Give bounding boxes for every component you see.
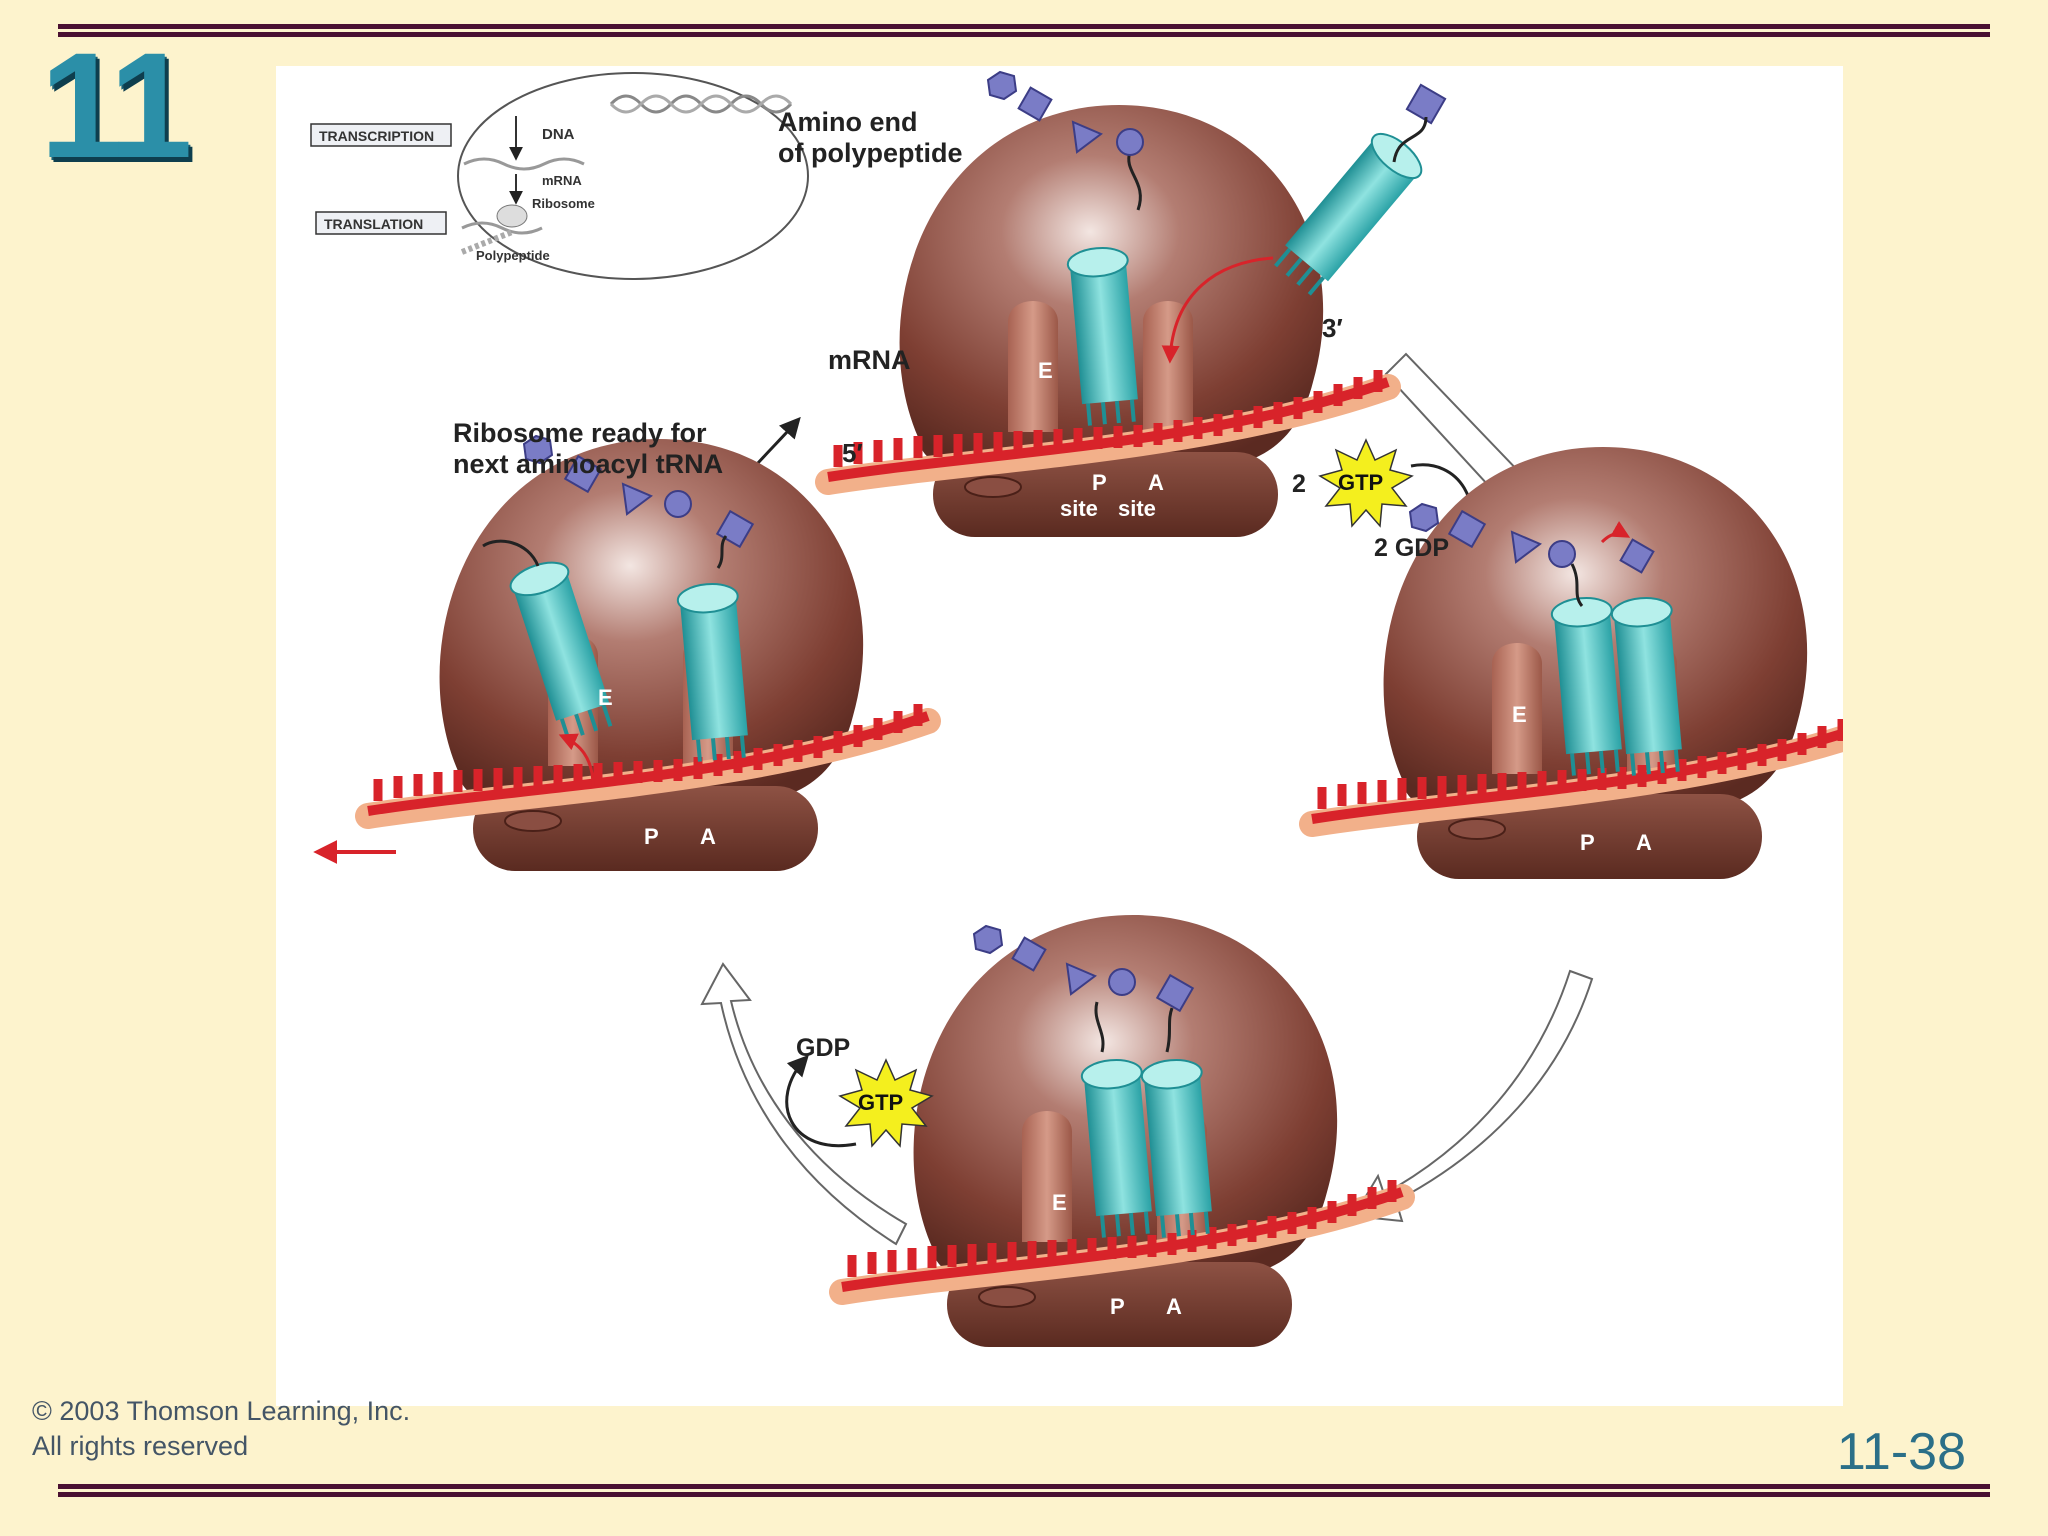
- gdp-label: GDP: [796, 1034, 850, 1062]
- inset-dna-label: DNA: [542, 126, 575, 143]
- copyright-line2: All rights reserved: [32, 1431, 249, 1461]
- inset-mrna-label: mRNA: [542, 173, 582, 188]
- ribosome-left: E P A: [368, 434, 928, 872]
- left-e-label: E: [598, 685, 613, 710]
- chapter-number: 11: [40, 21, 193, 189]
- mrna-label: mRNA: [828, 345, 911, 375]
- gtp-count-label: 2: [1292, 470, 1306, 498]
- inset-overview: DNA TRANSCRIPTION mRNA Ribosome TRANSLAT…: [310, 72, 809, 280]
- top-rule: [58, 24, 1990, 37]
- right-a-label: A: [1636, 830, 1652, 855]
- translation-elongation-figure: DNA TRANSCRIPTION mRNA Ribosome TRANSLAT…: [276, 66, 1843, 1406]
- copyright-notice: © 2003 Thomson Learning, Inc. All rights…: [32, 1394, 410, 1464]
- top-e-label: E: [1038, 358, 1053, 383]
- page-number: 11-38: [1836, 1423, 1966, 1481]
- amino-end-label-line1: Amino end: [778, 107, 918, 137]
- five-prime-label: 5′: [842, 438, 863, 468]
- bottom-e-label: E: [1052, 1190, 1067, 1215]
- top-a-site-label: site: [1118, 496, 1156, 521]
- inset-transcription-label: TRANSCRIPTION: [319, 128, 434, 144]
- copyright-line1: © 2003 Thomson Learning, Inc.: [32, 1396, 411, 1426]
- gtp-label-left: GTP: [858, 1090, 903, 1115]
- three-prime-label: 3′: [1322, 313, 1343, 343]
- right-e-label: E: [1512, 702, 1527, 727]
- gtp-arrow-bottom: [785, 1054, 857, 1148]
- top-p-label: P: [1092, 470, 1107, 495]
- right-p-label: P: [1580, 830, 1595, 855]
- inset-ribosome-label: Ribosome: [532, 196, 595, 211]
- ribosome-ready-label-line2: next aminoacyl tRNA: [453, 449, 723, 479]
- gdp-count-label: 2 GDP: [1374, 534, 1449, 562]
- ribosome-right: E P A: [1312, 446, 1843, 880]
- inset-polypeptide-label: Polypeptide: [476, 248, 550, 263]
- ribosome-ready-label-line1: Ribosome ready for: [453, 418, 707, 448]
- left-p-label: P: [644, 824, 659, 849]
- top-p-site-label: site: [1060, 496, 1098, 521]
- gtp-burst-left: GTP: [838, 1058, 934, 1148]
- top-a-label: A: [1148, 470, 1164, 495]
- bottom-a-label: A: [1166, 1294, 1182, 1319]
- inset-translation-label: TRANSLATION: [324, 216, 423, 232]
- gtp-label-right: GTP: [1338, 470, 1383, 495]
- bottom-rule: [58, 1484, 1990, 1497]
- bottom-p-label: P: [1110, 1294, 1125, 1319]
- amino-end-label-line2: of polypeptide: [778, 138, 963, 168]
- ribosome-bottom: E P A: [842, 914, 1402, 1348]
- left-a-label: A: [700, 824, 716, 849]
- ribosome-top: E P A site site: [828, 70, 1447, 538]
- gtp-burst-right: GTP: [1318, 438, 1414, 528]
